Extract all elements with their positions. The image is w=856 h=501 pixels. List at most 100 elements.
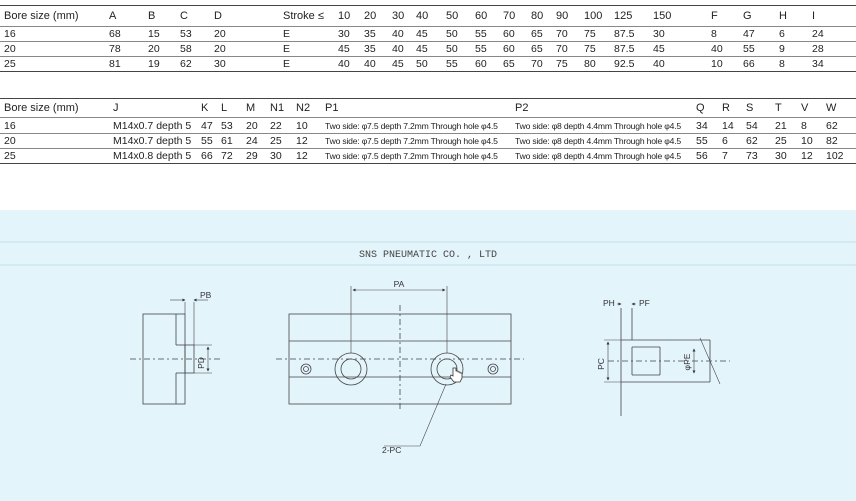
table-cell: 29 bbox=[246, 150, 258, 162]
label-pc: PC bbox=[596, 358, 606, 370]
table-cell: 55 bbox=[446, 58, 458, 70]
table-cell: 55 bbox=[475, 28, 487, 40]
table-cell: 25 bbox=[4, 150, 16, 162]
table-cell: 78 bbox=[109, 43, 121, 55]
table-cell: 34 bbox=[812, 58, 824, 70]
table1-top-rule bbox=[0, 5, 856, 6]
table-cell: 40 bbox=[392, 43, 404, 55]
table-cell: 40 bbox=[653, 58, 665, 70]
table-cell: 45 bbox=[392, 58, 404, 70]
column-header: N2 bbox=[296, 102, 311, 114]
table-cell: 28 bbox=[812, 43, 824, 55]
column-header: 20 bbox=[364, 10, 377, 22]
column-header: 50 bbox=[446, 10, 459, 22]
table-cell: 73 bbox=[746, 150, 758, 162]
table-cell: 24 bbox=[246, 135, 258, 147]
column-header: Bore size (mm) bbox=[4, 102, 79, 114]
table-cell: 87.5 bbox=[614, 28, 635, 40]
table-cell: 20 bbox=[148, 43, 160, 55]
table-cell: 20 bbox=[4, 43, 16, 55]
table-cell: 53 bbox=[180, 28, 192, 40]
table-cell: 87.5 bbox=[614, 43, 635, 55]
table-cell: Two side: φ7.5 depth 7.2mm Through hole … bbox=[325, 151, 498, 161]
table-cell: 19 bbox=[148, 58, 160, 70]
table-cell: 40 bbox=[392, 28, 404, 40]
table-cell: 82 bbox=[826, 135, 838, 147]
column-header: C bbox=[180, 10, 188, 22]
table2-bottom-rule bbox=[0, 163, 856, 164]
column-header: 10 bbox=[338, 10, 351, 22]
table-cell: 65 bbox=[503, 58, 515, 70]
column-header: Bore size (mm) bbox=[4, 10, 79, 22]
column-header: 100 bbox=[584, 10, 603, 22]
column-header: 30 bbox=[392, 10, 405, 22]
column-header: G bbox=[743, 10, 752, 22]
table-cell: 53 bbox=[221, 120, 233, 132]
table-cell: E bbox=[283, 43, 291, 55]
table-cell: Two side: φ8 depth 4.4mm Through hole φ4… bbox=[515, 151, 681, 161]
table-cell: 12 bbox=[296, 150, 308, 162]
table-cell: 60 bbox=[503, 43, 515, 55]
table-cell: 50 bbox=[416, 58, 428, 70]
row-divider bbox=[0, 148, 856, 149]
table-cell: 55 bbox=[696, 135, 708, 147]
table-cell: 7 bbox=[722, 150, 728, 162]
table-cell: 25 bbox=[270, 135, 282, 147]
table-cell: Two side: φ7.5 depth 7.2mm Through hole … bbox=[325, 136, 498, 146]
hand-cursor-icon bbox=[449, 367, 463, 383]
label-pf: PF bbox=[639, 298, 650, 308]
column-header: Q bbox=[696, 102, 705, 114]
table-cell: 62 bbox=[826, 120, 838, 132]
table-cell: 22 bbox=[270, 120, 282, 132]
column-header: 80 bbox=[531, 10, 544, 22]
column-header: 40 bbox=[416, 10, 429, 22]
column-header: P2 bbox=[515, 102, 529, 114]
technical-drawing-panel: SNS PNEUMATIC CO. , LTD PB PD PA 2-PC PH… bbox=[0, 210, 856, 501]
table-cell: 30 bbox=[270, 150, 282, 162]
column-header: S bbox=[746, 102, 754, 114]
table-cell: Two side: φ8 depth 4.4mm Through hole φ4… bbox=[515, 121, 681, 131]
table-cell: M14x0.7 depth 5 bbox=[113, 135, 192, 147]
table-cell: 10 bbox=[801, 135, 813, 147]
table-cell: 20 bbox=[246, 120, 258, 132]
table-cell: 6 bbox=[779, 28, 785, 40]
column-header: L bbox=[221, 102, 228, 114]
table-cell: 72 bbox=[221, 150, 233, 162]
table-cell: 34 bbox=[696, 120, 708, 132]
column-header: I bbox=[812, 10, 816, 22]
column-header: B bbox=[148, 10, 156, 22]
table-cell: 30 bbox=[338, 28, 350, 40]
side-view-boss bbox=[184, 344, 195, 374]
table-cell: 80 bbox=[584, 58, 596, 70]
table-cell: 16 bbox=[4, 120, 16, 132]
table-cell: 61 bbox=[221, 135, 233, 147]
table-cell: 16 bbox=[4, 28, 16, 40]
table-cell: 40 bbox=[711, 43, 723, 55]
table-cell: 12 bbox=[801, 150, 813, 162]
column-header: N1 bbox=[270, 102, 285, 114]
table-cell: 62 bbox=[180, 58, 192, 70]
table-cell: 25 bbox=[775, 135, 787, 147]
table-cell: 45 bbox=[653, 43, 665, 55]
table-cell: 40 bbox=[364, 58, 376, 70]
table-cell: 20 bbox=[214, 43, 226, 55]
technical-drawing: SNS PNEUMATIC CO. , LTD PB PD PA 2-PC PH… bbox=[0, 241, 856, 455]
table-cell: 14 bbox=[722, 120, 734, 132]
table-cell: 65 bbox=[531, 28, 543, 40]
table-cell: 50 bbox=[446, 43, 458, 55]
table-cell: 40 bbox=[338, 58, 350, 70]
table-cell: 8 bbox=[801, 120, 807, 132]
table2-header-rule bbox=[0, 117, 856, 118]
table-cell: 47 bbox=[743, 28, 755, 40]
table-cell: 54 bbox=[746, 120, 758, 132]
label-2pc: 2-PC bbox=[382, 445, 401, 455]
table-cell: 45 bbox=[416, 43, 428, 55]
table-cell: 8 bbox=[779, 58, 785, 70]
table-cell: 15 bbox=[148, 28, 160, 40]
table-cell: 60 bbox=[503, 28, 515, 40]
